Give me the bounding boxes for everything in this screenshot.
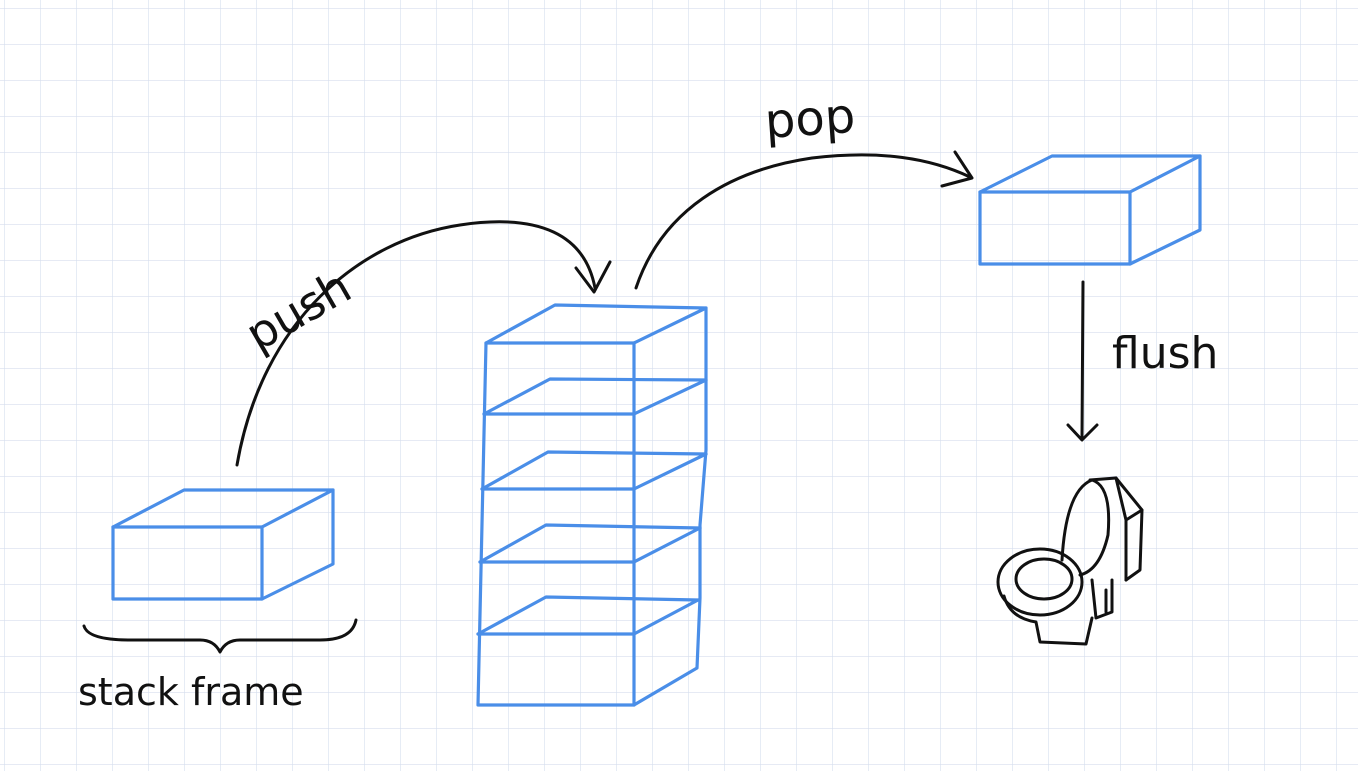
stack-of-frames [476,303,708,707]
flush-label: flush [1112,328,1218,379]
frame-brace [82,618,358,654]
pop-arrow [634,150,974,290]
single-stack-frame-box [111,488,335,601]
flush-arrow [1066,280,1099,442]
pop-label: pop [763,88,857,150]
popped-frame-box [978,154,1202,266]
stack-frame-label: stack frame [78,670,304,714]
toilet-icon [996,476,1144,646]
push-arrow [235,220,612,467]
